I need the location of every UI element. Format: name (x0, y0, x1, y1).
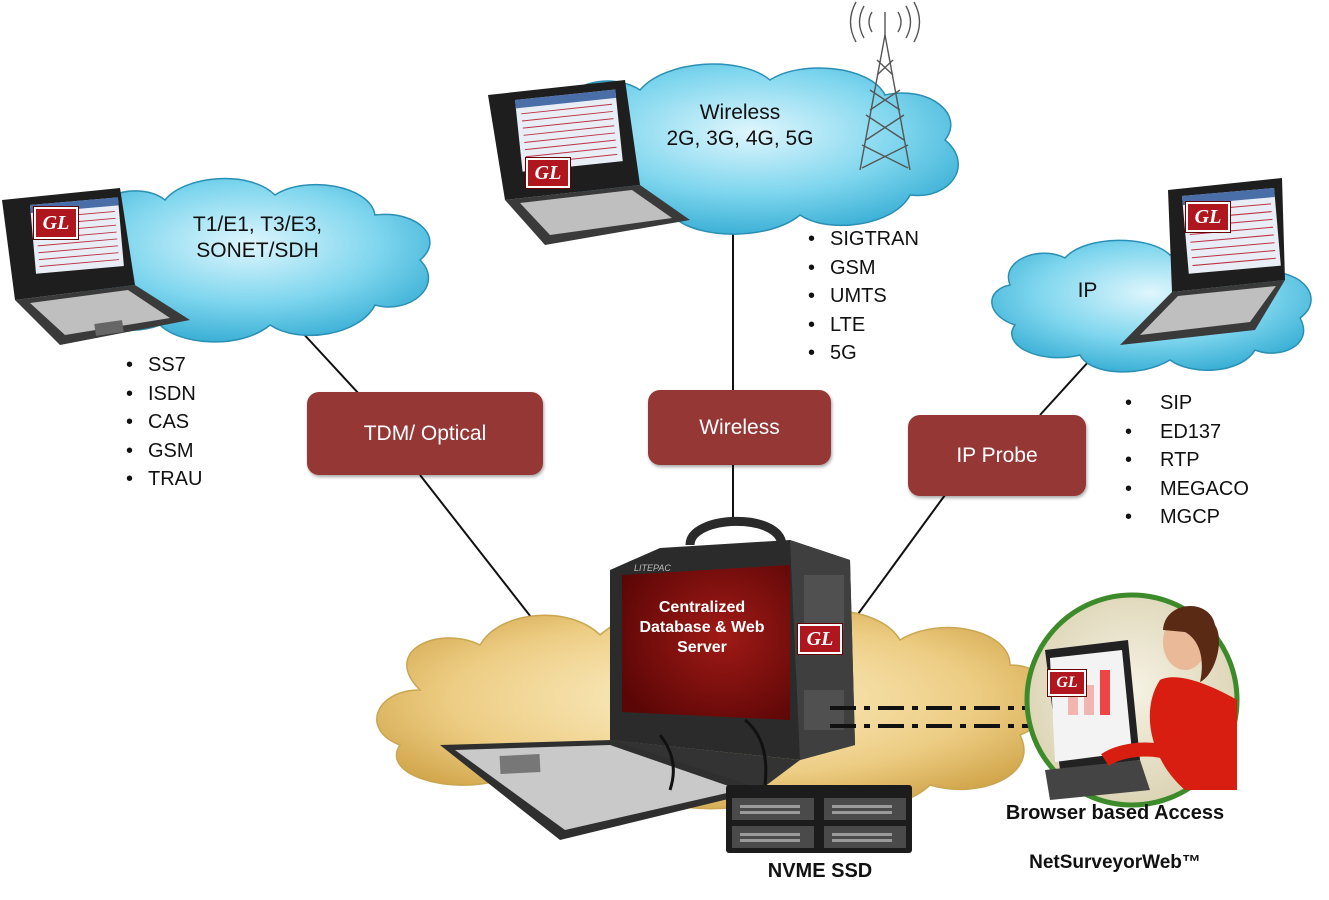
list-item: •CAS (126, 411, 190, 433)
server-computer-icon (440, 516, 855, 840)
tdm-cloud-label: T1/E1, T3/E3, SONET/SDH (150, 212, 365, 264)
gl-logo: GL (1186, 202, 1230, 232)
list-item: •UMTS (808, 285, 887, 307)
tdm-cloud-label-line1: T1/E1, T3/E3, (192, 213, 323, 236)
list-item: •MGCP (1125, 506, 1220, 528)
list-item: •GSM (126, 439, 194, 462)
product-name-caption: NetSurveyorWeb™ (1029, 852, 1201, 873)
tdm-cloud-label-line2: SONET/SDH (196, 239, 319, 262)
gl-logo: GL (798, 624, 842, 654)
gl-logo: GL (1048, 670, 1086, 696)
list-item: •5G (808, 342, 857, 364)
list-item: •ISDN (126, 382, 196, 405)
gl-logo: GL (34, 207, 78, 239)
wireless-protocol-list: •SIGTRAN •GSM •UMTS •LTE •5G (808, 225, 919, 368)
list-item: •RTP (1125, 449, 1200, 471)
list-item: •LTE (808, 313, 866, 336)
wireless-cloud-label: Wireless 2G, 3G, 4G, 5G (630, 100, 850, 152)
server-screen-line1: Centralized (658, 599, 746, 616)
connection-lines (299, 225, 1091, 636)
ssd-drive-icon (726, 785, 912, 853)
browser-access-caption: Browser based Access (1005, 802, 1225, 824)
list-item: •TRAU (126, 468, 203, 490)
nvme-ssd-caption: NVME SSD (767, 860, 873, 882)
list-item: •SIGTRAN (808, 228, 919, 250)
laptop-icon (2, 188, 190, 345)
gl-logo: GL (526, 158, 570, 188)
list-item: •SS7 (126, 354, 186, 376)
server-screen-text: Centralized Database & Web Server (622, 598, 782, 658)
list-item: •GSM (808, 256, 876, 279)
tdm-optical-box: TDM/ Optical (307, 392, 543, 475)
ip-cloud-label-line1: IP (1077, 279, 1098, 302)
ip-probe-box: IP Probe (908, 415, 1086, 496)
list-item: •MEGACO (1125, 477, 1249, 500)
wireless-cloud-label-line1: Wireless (699, 101, 781, 124)
tdm-protocol-list: •SS7 •ISDN •CAS •GSM •TRAU (126, 351, 202, 494)
antenna-tower-icon (849, 1, 921, 171)
server-brand-label: LITEPAC (634, 563, 671, 573)
list-item: •ED137 (1125, 420, 1222, 443)
person-user-icon (1024, 592, 1240, 808)
list-item: •SIP (1125, 392, 1193, 414)
ip-cloud-label: IP (1060, 278, 1115, 304)
server-screen-line3: Server (677, 639, 727, 656)
server-screen-line2: Database & Web (639, 619, 765, 636)
wireless-cloud-label-line2: 2G, 3G, 4G, 5G (666, 127, 814, 150)
browser-link (830, 706, 1030, 728)
ip-protocol-list: •SIP •ED137 •RTP •MEGACO •MGCP (1125, 389, 1249, 532)
wireless-box: Wireless (648, 390, 831, 465)
